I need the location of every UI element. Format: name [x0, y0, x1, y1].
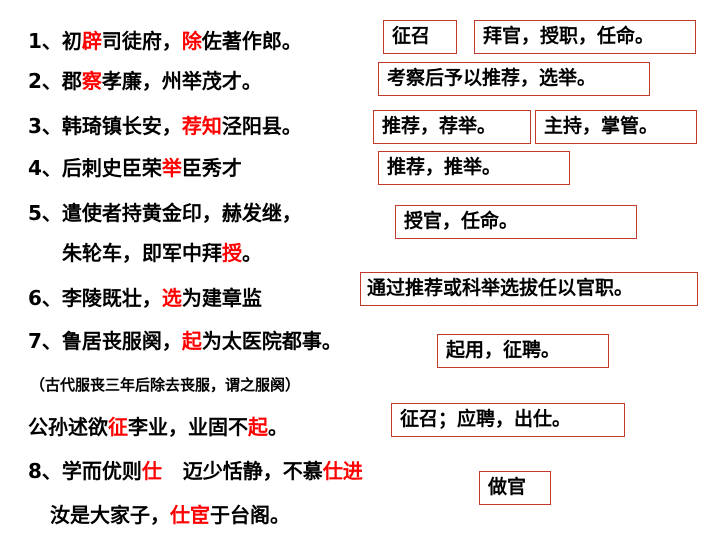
sentence-2: 2、郡察孝廉，州举茂才。 — [28, 69, 262, 93]
sentence-8a: 8、学而优则仕 迈少恬静，不慕仕进 — [28, 459, 363, 483]
keyword-shi: 仕 — [141, 459, 162, 483]
sentence-5a: 5、遣使者持黄金印，赫发继， — [28, 201, 302, 225]
keyword-qi-2: 起 — [248, 415, 268, 439]
keyword-shou: 授 — [222, 241, 242, 265]
definition-box-zhuchi: 主持，掌管。 — [535, 110, 697, 144]
sentence-7b: 公孙述欲征李业，业固不起。 — [28, 415, 288, 439]
sentence-4: 4、后刺史臣荣举臣秀才 — [28, 156, 242, 180]
definition-box-baiguan: 拜官，授职，任命。 — [474, 20, 696, 54]
sentence-5b: 朱轮车，即军中拜授。 — [62, 241, 262, 265]
note-fuque: （古代服丧三年后除去丧服，谓之服阕） — [30, 376, 301, 394]
definition-box-zhengzhao: 征召 — [383, 20, 457, 54]
keyword-cha: 察 — [81, 69, 102, 93]
sentence-7: 7、鲁居丧服阕，起为太医院都事。 — [28, 329, 342, 353]
sentence-8b: 汝是大家子，仕宦于台阁。 — [50, 503, 290, 527]
definition-box-qiyong: 起用，征聘。 — [437, 334, 609, 368]
keyword-pi: 辟 — [81, 29, 102, 53]
sentence-6: 6、李陵既壮，选为建章监 — [28, 286, 262, 310]
keyword-zheng: 征 — [108, 415, 128, 439]
definition-box-shouguan: 授官，任命。 — [395, 205, 637, 239]
definition-box-kaocha: 考察后予以推荐，选举。 — [378, 62, 650, 96]
sentence-3: 3、韩琦镇长安，荐知泾阳县。 — [28, 114, 302, 138]
keyword-xuan: 选 — [161, 286, 182, 310]
keyword-chu: 除 — [181, 29, 202, 53]
definition-box-xuanba: 通过推荐或科举选拔任以官职。 — [360, 272, 698, 306]
definition-box-tuijian: 推荐，荐举。 — [373, 110, 531, 144]
definition-box-tuiju: 推荐，推举。 — [378, 151, 570, 185]
definition-box-zuoguan: 做官 — [479, 471, 551, 505]
sentence-1: 1、初辟司徒府，除佐著作郎。 — [28, 29, 302, 53]
definition-box-yingpin: 征召；应聘，出仕。 — [391, 403, 625, 437]
keyword-shijin: 仕进 — [322, 459, 363, 483]
keyword-jianzhi: 荐知 — [181, 114, 222, 138]
keyword-shihuan: 仕宦 — [170, 503, 210, 527]
keyword-ju: 举 — [161, 156, 182, 180]
keyword-qi: 起 — [181, 329, 202, 353]
